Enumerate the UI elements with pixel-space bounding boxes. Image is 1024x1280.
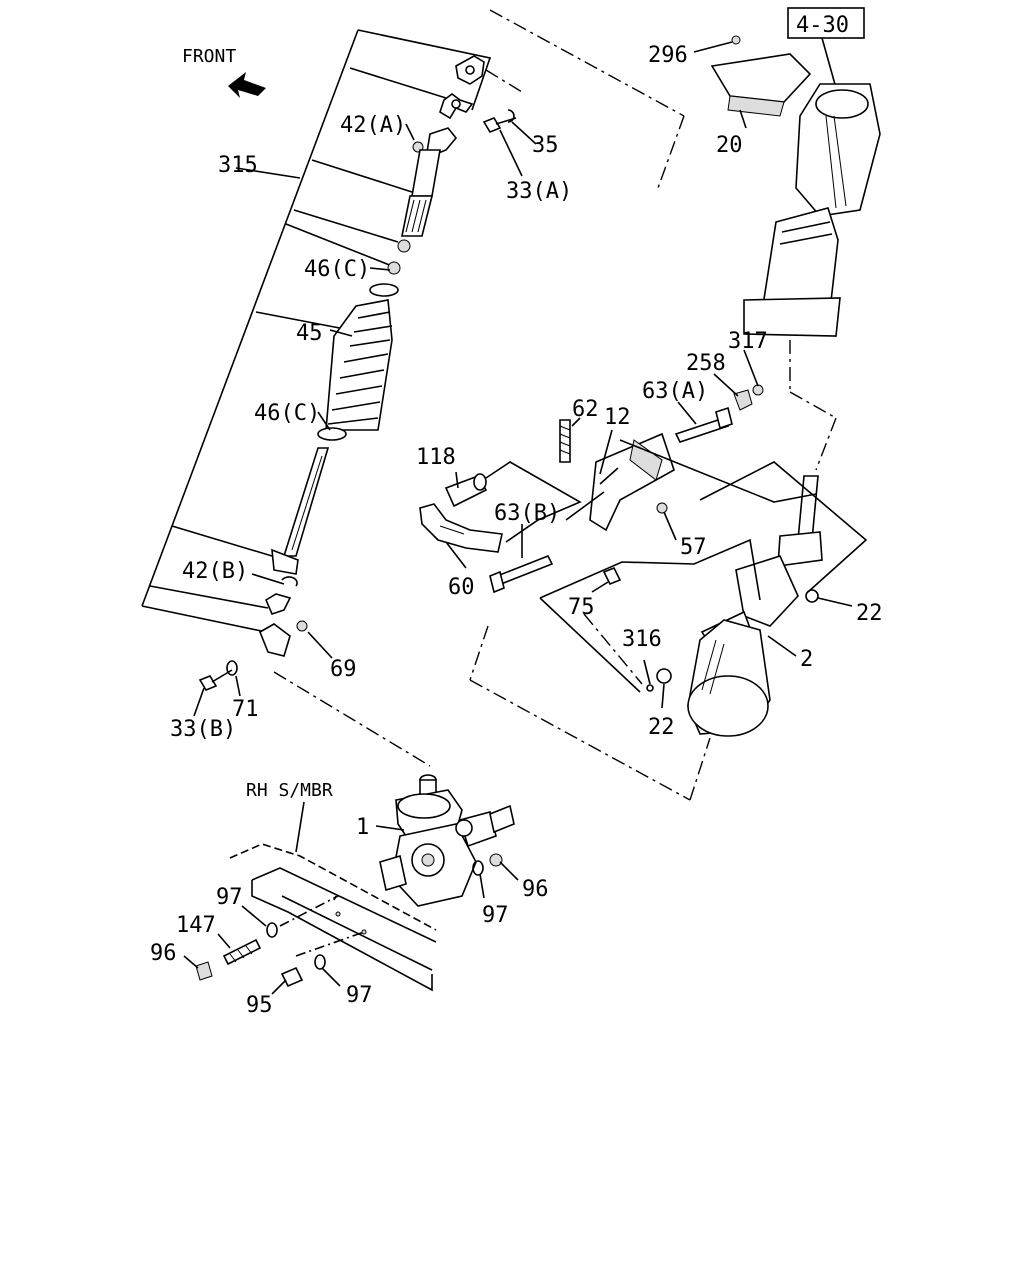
lever-60 [419, 503, 503, 553]
callout-57: 57 [680, 535, 707, 560]
column-frame-lines [539, 439, 868, 693]
bolt-63b [489, 554, 554, 594]
callout-35: 35 [532, 133, 559, 158]
callout-97-right: 97 [482, 903, 509, 928]
bolt-75 [602, 566, 622, 586]
callout-97-bottom: 97 [346, 983, 373, 1008]
ref-box-label: 4-30 [796, 13, 849, 38]
arrow-icon [228, 72, 266, 98]
callout-316: 316 [622, 627, 662, 652]
callout-33b: 33(B) [170, 717, 236, 742]
front-indicator: FRONT [182, 46, 266, 98]
callout-42b: 42(B) [182, 559, 248, 584]
leader-lines [183, 41, 853, 995]
spring-62 [559, 419, 571, 463]
callout-42a: 42(A) [340, 113, 406, 138]
column-dashframe [485, 9, 685, 189]
bracket-12 [565, 432, 675, 532]
bolt-63a [674, 384, 764, 443]
callout-71: 71 [232, 697, 259, 722]
rh-smbr-label: RH S/MBR [246, 780, 333, 801]
callout-317: 317 [728, 329, 768, 354]
callout-20: 20 [716, 133, 743, 158]
callout-118: 118 [416, 445, 456, 470]
callout-97-left: 97 [216, 885, 243, 910]
frame-member [229, 843, 437, 992]
bolt-33a [482, 109, 517, 133]
boot-45 [317, 299, 393, 441]
steering-column-2 [646, 475, 823, 737]
upper-spline-shaft [369, 149, 441, 297]
callout-45: 45 [296, 321, 323, 346]
callout-315: 315 [218, 153, 258, 178]
callout-96-right: 96 [522, 877, 549, 902]
lower-joint [258, 576, 308, 657]
callout-69: 69 [330, 657, 357, 682]
callout-labels: 296 20 42(A) 35 315 33(A) 46(C) 45 46(C)… [150, 43, 883, 1018]
callout-63a: 63(A) [642, 379, 708, 404]
callout-22-bottom: 22 [648, 715, 675, 740]
gearbox-1 [379, 774, 515, 907]
lower-dashframe [469, 613, 711, 801]
callout-46c-top: 46(C) [304, 257, 370, 282]
callout-75: 75 [568, 595, 595, 620]
column-cover [710, 35, 881, 337]
callout-12: 12 [604, 405, 631, 430]
callout-96-left: 96 [150, 941, 177, 966]
callout-258: 258 [686, 351, 726, 376]
bolt-33b [198, 660, 238, 691]
callout-63b: 63(B) [494, 501, 560, 526]
frame-fasteners [195, 922, 326, 988]
callout-60: 60 [448, 575, 475, 600]
spacer-118 [444, 473, 488, 508]
callout-95: 95 [246, 993, 273, 1018]
callout-62: 62 [572, 397, 599, 422]
callout-22-right: 22 [856, 601, 883, 626]
callout-1: 1 [356, 815, 369, 840]
callout-33a: 33(A) [506, 179, 572, 204]
shaft-assembly-outline [141, 29, 492, 633]
callout-2: 2 [800, 647, 813, 672]
callout-296: 296 [648, 43, 688, 68]
front-label: FRONT [182, 46, 236, 67]
callout-147: 147 [176, 913, 216, 938]
lower-shaft [271, 447, 330, 575]
callout-46c-bottom: 46(C) [254, 401, 320, 426]
reference-box: 4-30 [787, 7, 865, 89]
